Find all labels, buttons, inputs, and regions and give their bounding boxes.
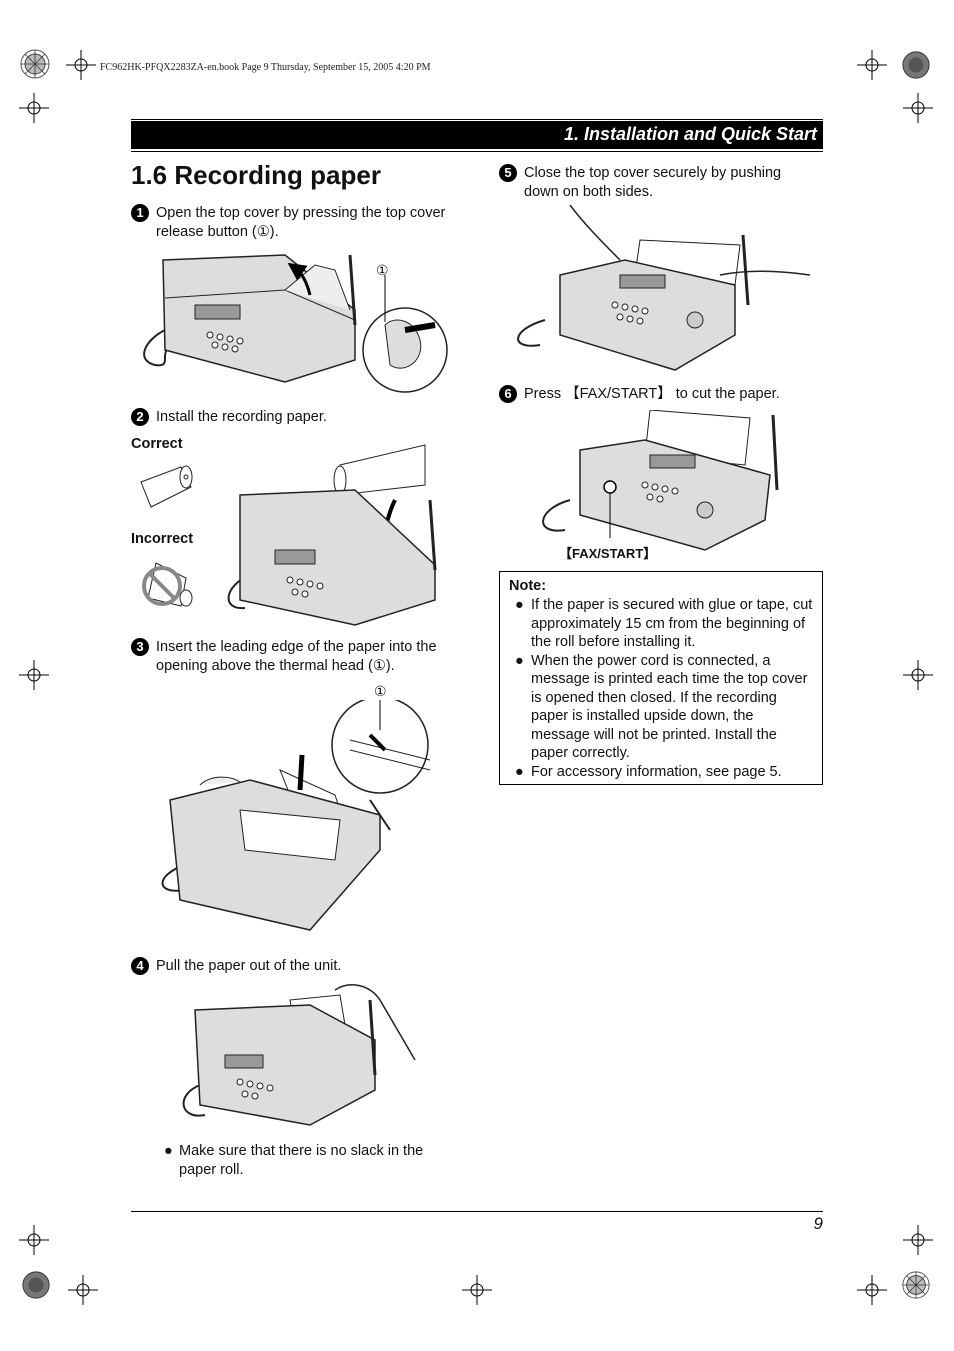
step-4: 4 Pull the paper out of the unit. — [131, 957, 461, 976]
step-text: Close the top cover securely by pushing … — [524, 165, 782, 200]
step-text: Pull the paper out of the unit. — [156, 958, 342, 974]
step-1: 1 Open the top cover by pressing the top… — [131, 204, 461, 241]
note-item: ●For accessory information, see page 5. — [515, 763, 782, 780]
note-item: ●When the power cord is connected, a mes… — [515, 652, 808, 762]
crosshair-mark-icon — [857, 1275, 887, 1305]
step-number: 4 — [131, 957, 149, 975]
step-number: 5 — [499, 164, 517, 182]
fax-insert-paper-illustration — [150, 700, 435, 940]
bullet-icon: ● — [515, 652, 524, 669]
callout-number: ① — [374, 683, 387, 699]
header-rule-bottom — [131, 151, 823, 152]
fax-open-cover-illustration — [135, 250, 455, 398]
registration-mark-icon — [901, 50, 931, 80]
footer-rule — [131, 1211, 823, 1212]
fax-cut-paper-illustration — [525, 410, 785, 560]
note-list: ●If the paper is secured with glue or ta… — [509, 596, 813, 781]
registration-mark-icon — [21, 1270, 51, 1300]
crosshair-mark-icon — [903, 1225, 933, 1255]
correct-roll-icon — [131, 462, 201, 512]
step-text: Install the recording paper. — [156, 409, 327, 425]
step-2: 2 Install the recording paper. — [131, 408, 461, 427]
fax-pull-paper-illustration — [170, 980, 420, 1130]
step-number: 2 — [131, 408, 149, 426]
step-text: Insert the leading edge of the paper int… — [156, 639, 437, 674]
bullet-icon: ● — [515, 597, 524, 613]
crosshair-mark-icon — [19, 93, 49, 123]
registration-mark-icon — [901, 1270, 931, 1300]
bullet-text: Make sure that there is no slack in the … — [179, 1143, 424, 1178]
step-6: 6 Press 【FAX/START】 to cut the paper. — [499, 385, 819, 404]
step-number: 3 — [131, 638, 149, 656]
fax-start-label: 【FAX/START】 — [559, 546, 657, 561]
step-number: 1 — [131, 204, 149, 222]
crosshair-mark-icon — [66, 50, 96, 80]
crosshair-mark-icon — [903, 93, 933, 123]
step-number: 6 — [499, 385, 517, 403]
incorrect-label: Incorrect — [131, 531, 194, 547]
note-title: Note: — [509, 578, 547, 594]
section-title: 1.6 Recording paper — [131, 160, 381, 190]
header-rule — [131, 119, 823, 120]
correct-label: Correct — [131, 436, 183, 452]
fax-install-paper-illustration — [215, 440, 445, 632]
crosshair-mark-icon — [68, 1275, 98, 1305]
step-4-bullet: ● Make sure that there is no slack in th… — [164, 1142, 454, 1179]
note-item: ●If the paper is secured with glue or ta… — [515, 597, 813, 650]
incorrect-roll-icon — [136, 558, 198, 610]
registration-mark-icon — [19, 48, 51, 80]
callout-number: ① — [376, 262, 389, 278]
step-text: Open the top cover by pressing the top c… — [156, 205, 446, 240]
step-text: Press 【FAX/START】 to cut the paper. — [524, 386, 780, 402]
bullet-icon: ● — [515, 763, 524, 780]
fax-close-cover-illustration — [505, 205, 815, 375]
step-3: 3 Insert the leading edge of the paper i… — [131, 638, 461, 675]
crosshair-mark-icon — [19, 660, 49, 690]
crosshair-mark-icon — [903, 660, 933, 690]
crosshair-mark-icon — [462, 1275, 492, 1305]
page-number: 9 — [813, 1214, 823, 1233]
crosshair-mark-icon — [857, 50, 887, 80]
note-box: Note: ●If the paper is secured with glue… — [499, 571, 823, 785]
chapter-header: 1. Installation and Quick Start — [131, 121, 823, 149]
print-info-line: FC962HK-PFQX2283ZA-en.book Page 9 Thursd… — [100, 62, 431, 73]
crosshair-mark-icon — [19, 1225, 49, 1255]
step-5: 5 Close the top cover securely by pushin… — [499, 164, 819, 201]
bullet-icon: ● — [164, 1143, 173, 1159]
